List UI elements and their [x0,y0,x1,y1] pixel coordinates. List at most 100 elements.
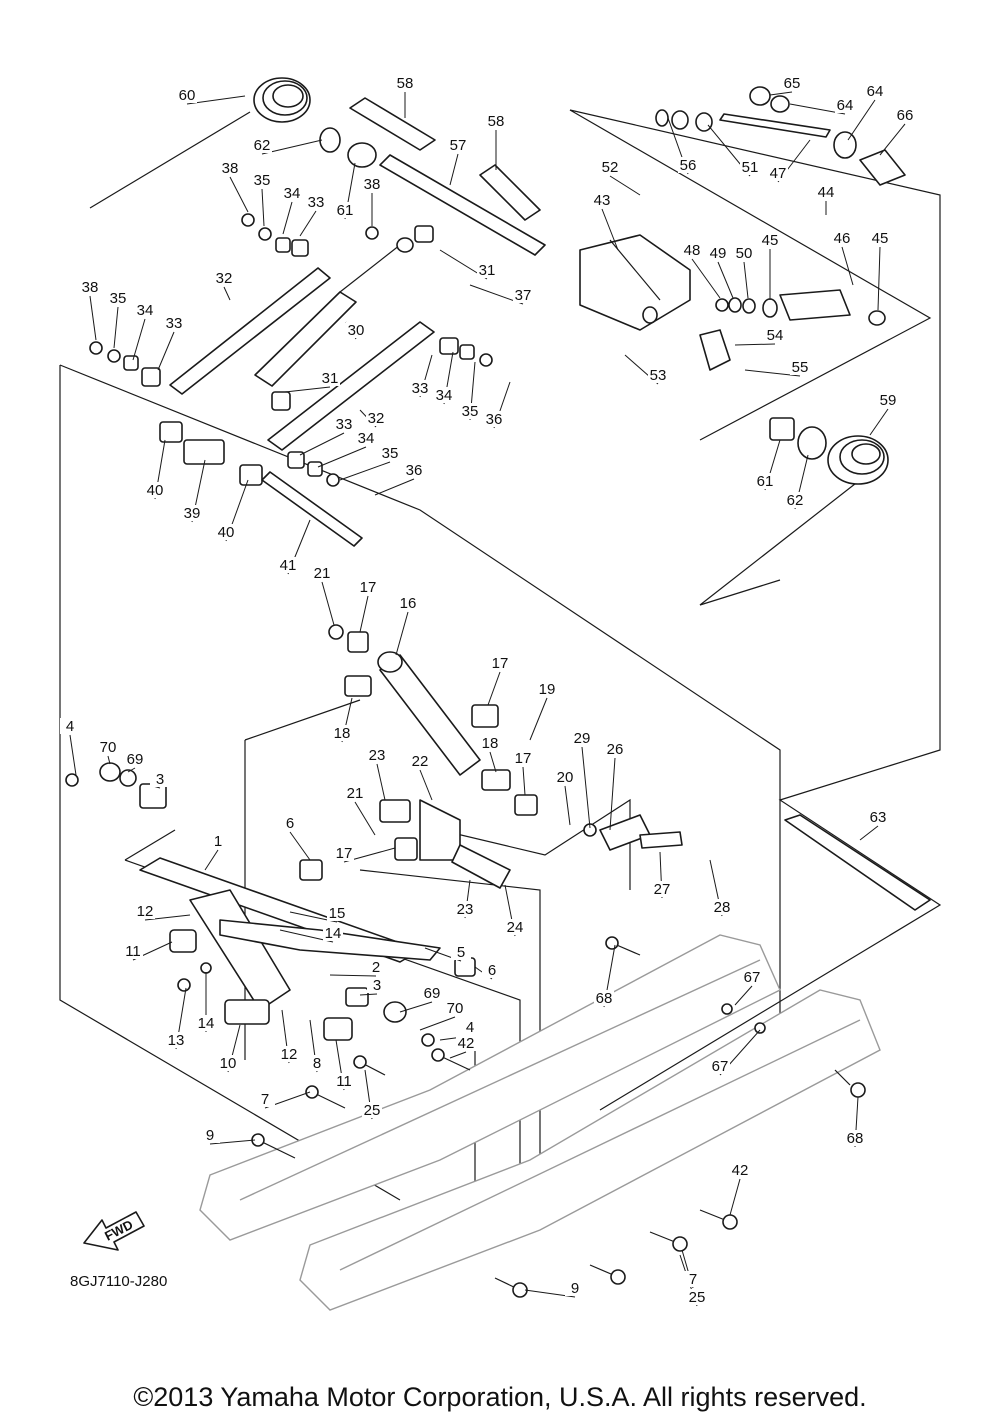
callout-number: 60 [179,87,196,104]
callout-number: 32 [368,410,385,427]
callout-number: 21 [314,565,331,582]
callout-number: 55 [792,359,809,376]
callout-leader [581,746,591,829]
callout-background [164,315,184,331]
callout-number: 69 [424,985,441,1002]
callout-number: 9 [206,1127,214,1144]
callout-number: 58 [397,75,414,92]
callout-background [362,176,382,192]
callout-number: 48 [684,242,701,259]
callout-number: 52 [602,159,619,176]
bolts [251,936,866,1298]
callout-background [182,505,202,521]
callout-number: 20 [557,769,574,786]
callout-background [710,1058,730,1074]
callout-number: 27 [654,881,671,898]
callout-number: 34 [358,430,375,447]
callout-background [755,473,775,489]
callout-number: 13 [168,1032,185,1049]
callout-leader [359,993,378,996]
callout-number: 69 [127,751,144,768]
callout-number: 25 [364,1102,381,1119]
callout-number: 17 [515,750,532,767]
callout-background [123,943,143,959]
callout-number: 35 [254,172,271,189]
callout-background [448,137,468,153]
callout-leader [564,785,571,826]
callout-number: 35 [110,290,127,307]
callout-background [255,1091,275,1107]
callout-number: 4 [466,1019,474,1036]
callout-background [712,899,732,915]
callout-number: 24 [507,919,524,936]
callout-background [845,1130,865,1146]
callout-number: 8 [313,1055,321,1072]
callout-number: 44 [818,184,835,201]
callout-background [708,245,728,261]
callout-leader [127,767,136,773]
callout-background [537,681,557,697]
callout-number: 62 [254,137,271,154]
callout-background [600,159,620,175]
callout-background [513,287,533,303]
callout-leader [399,1001,433,1013]
callout-background [367,747,387,763]
callout-leader [299,210,317,237]
callout-background [870,230,890,246]
callout-number: 10 [220,1055,237,1072]
callout-number: 66 [897,107,914,124]
callout-number: 38 [222,160,239,177]
callout-background [410,380,430,396]
callout-background [505,919,525,935]
callout-leader [282,201,293,235]
callout-background [252,172,272,188]
callout-background [334,1073,354,1089]
torsion-spring-left [89,77,311,209]
callout-number: 61 [337,202,354,219]
callout-leader [354,801,376,836]
callout-background [80,279,100,295]
callout-number: 50 [736,245,753,262]
callout-leader [691,258,721,299]
callout-number: 6 [286,815,294,832]
callout-number: 61 [757,473,774,490]
callout-background [513,750,533,766]
callout-background [60,718,80,734]
callout-background [480,735,500,751]
callout-number: 70 [100,739,117,756]
callout-number: 18 [334,725,351,742]
callout-number: 56 [680,157,697,174]
callout-background [445,1000,465,1016]
callout-number: 33 [412,380,429,397]
callout-background [200,1127,220,1143]
callout-leader [489,751,497,773]
callout-number: 18 [482,735,499,752]
callout-number: 49 [710,245,727,262]
callout-number: 12 [137,903,154,920]
callout-leader [419,769,433,801]
callout-background [320,370,340,386]
callout-number: 26 [607,741,624,758]
callout-number: 32 [216,270,233,287]
callout-number: 53 [650,367,667,384]
callout-background [306,194,326,210]
callout-background [367,977,387,993]
callout-leader [289,831,311,861]
callout-background [460,1019,480,1035]
callout-number: 47 [770,165,787,182]
callout-leader [395,611,409,656]
callout-leader [601,208,619,251]
callout-number: 25 [689,1289,706,1306]
callout-background [216,524,236,540]
callout-number: 64 [837,97,854,114]
callout-number: 64 [867,83,884,100]
callout-number: 23 [369,747,386,764]
center-shock-absorber [328,624,538,816]
callout-background [782,75,802,91]
callout-background [334,416,354,432]
callout-number: 29 [574,730,591,747]
callout-background [307,1055,327,1071]
callout-number: 33 [308,194,325,211]
callout-number: 34 [436,387,453,404]
callout-background [252,137,272,153]
